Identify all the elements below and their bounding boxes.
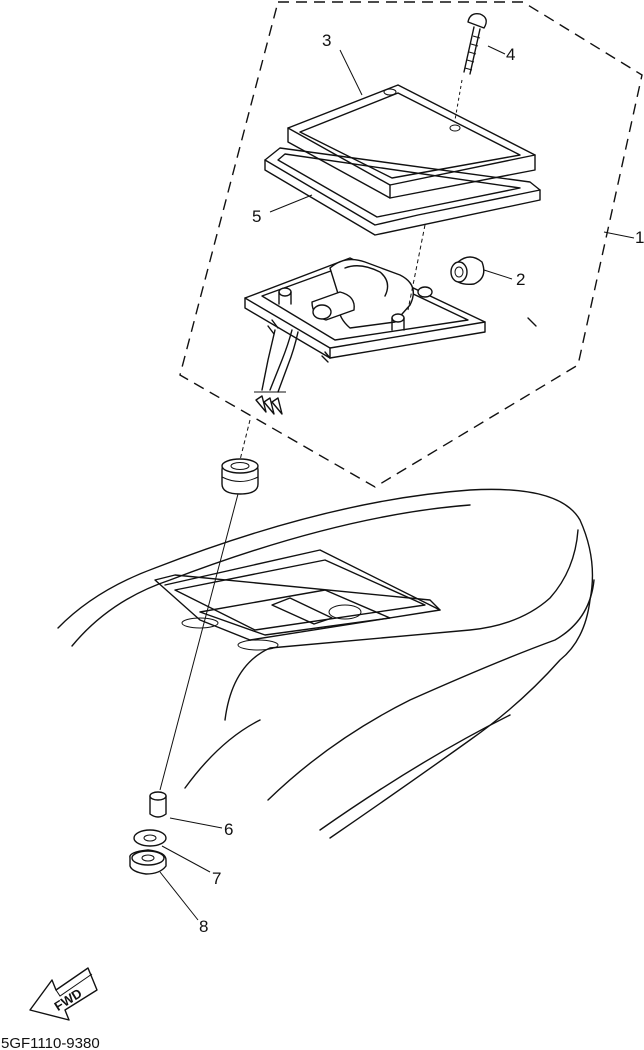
callout-8: 8 xyxy=(199,917,208,936)
axis-line-lower xyxy=(239,419,251,461)
leader-lines xyxy=(159,45,635,921)
assembly-boundary xyxy=(179,1,643,488)
part-gasket xyxy=(264,147,541,236)
callout-2: 2 xyxy=(516,270,525,289)
axis-line-upper xyxy=(407,224,426,311)
callout-4: 4 xyxy=(506,45,515,64)
part-cap xyxy=(450,256,485,286)
part-collar xyxy=(149,791,167,818)
callout-6: 6 xyxy=(224,820,233,839)
part-cover xyxy=(287,84,536,199)
callout-7: 7 xyxy=(212,869,221,888)
part-screw xyxy=(454,12,487,121)
callout-3: 3 xyxy=(322,31,331,50)
part-code: 5GF1110-9380 xyxy=(1,1035,100,1050)
callout-1: 1 xyxy=(635,228,644,247)
wire-harness xyxy=(254,329,299,415)
mounting-axis xyxy=(159,493,239,791)
part-washer xyxy=(133,829,167,847)
callout-5: 5 xyxy=(252,207,261,226)
fwd-arrow-icon: FWD xyxy=(29,967,98,1021)
fuel-tank-body xyxy=(57,488,595,839)
part-nut xyxy=(129,849,167,875)
part-base-frame xyxy=(244,257,537,363)
part-grommet xyxy=(221,458,259,495)
